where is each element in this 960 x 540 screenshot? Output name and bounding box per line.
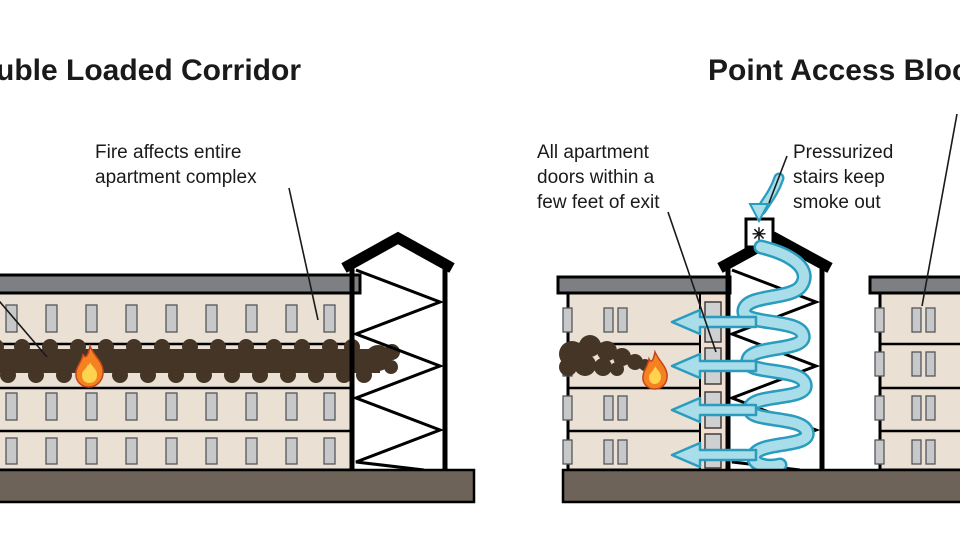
window <box>874 439 885 465</box>
doors-annotation-line: All apartment <box>537 142 650 163</box>
flame-inner <box>82 362 97 383</box>
window <box>562 395 573 421</box>
escaping-smoke-cloud <box>559 335 651 376</box>
air-arrow-left <box>670 441 758 469</box>
window <box>45 392 58 421</box>
leader-line-doors-annotation <box>667 211 717 353</box>
window <box>165 304 178 333</box>
leader-line-offscreen-left <box>0 300 48 358</box>
window <box>5 392 18 421</box>
point-access-block-diagram: ✳ <box>537 54 960 504</box>
window <box>125 437 138 465</box>
fire-annotation-line: apartment complex <box>95 167 257 188</box>
stairs-zigzag <box>351 268 445 472</box>
window <box>617 307 628 333</box>
window <box>45 304 58 333</box>
left-building-windows <box>5 304 336 465</box>
window <box>562 307 573 333</box>
left-stairwell-tower <box>341 231 455 472</box>
window <box>874 395 885 421</box>
window <box>925 307 936 333</box>
window <box>603 307 614 333</box>
window <box>617 395 628 421</box>
window <box>205 392 218 421</box>
fire-flame-icon <box>642 349 668 390</box>
right-building-windows <box>562 307 628 465</box>
air-arrow-left <box>670 352 758 380</box>
window <box>205 304 218 333</box>
window <box>925 395 936 421</box>
air-arrow-down <box>748 203 770 224</box>
doors-annotation-line: few feet of exit <box>537 192 660 213</box>
stair-tower-roof <box>341 231 455 273</box>
window <box>45 437 58 465</box>
right-building-roof <box>556 275 732 295</box>
window <box>603 439 614 465</box>
leader-line-stairs-annotation <box>768 155 788 204</box>
far-right-building <box>868 275 960 472</box>
window <box>85 437 98 465</box>
window <box>285 304 298 333</box>
window <box>874 351 885 377</box>
window <box>911 307 922 333</box>
fan-icon: ✳ <box>752 225 766 244</box>
leader-line-offscreen-right <box>921 113 958 307</box>
window <box>323 437 336 465</box>
flame-inner <box>649 366 661 384</box>
far-building-windows <box>874 307 936 465</box>
fire-annotation-line: Fire affects entire <box>95 142 241 163</box>
window <box>911 439 922 465</box>
window <box>874 307 885 333</box>
right-diagram-title: Point Access Block <box>708 54 960 87</box>
stairs-annotation-line: Pressurized <box>793 142 893 163</box>
far-building-roof <box>868 275 960 295</box>
right-ground <box>561 468 960 504</box>
window <box>5 304 18 333</box>
window <box>911 395 922 421</box>
window <box>85 392 98 421</box>
left-diagram-title: Double Loaded Corridor <box>0 54 301 87</box>
window <box>285 392 298 421</box>
window <box>205 437 218 465</box>
window <box>85 304 98 333</box>
window <box>285 437 298 465</box>
double-loaded-corridor-diagram: Double Loaded Corridor Fire affects enti… <box>0 54 476 504</box>
fire-flame-icon <box>75 343 104 388</box>
window <box>245 437 258 465</box>
left-ground <box>0 468 476 504</box>
window <box>245 392 258 421</box>
stairs-annotation-line: smoke out <box>793 192 881 213</box>
window <box>323 304 336 333</box>
air-floor-arrows <box>670 308 758 469</box>
stairs-annotation-line: stairs keep <box>793 167 885 188</box>
window <box>323 392 336 421</box>
window <box>925 439 936 465</box>
window <box>165 392 178 421</box>
window <box>165 437 178 465</box>
window <box>125 392 138 421</box>
air-arrow-left <box>670 308 758 336</box>
air-swirl <box>739 242 812 472</box>
window <box>603 395 614 421</box>
window <box>125 304 138 333</box>
left-building-roof <box>0 273 362 295</box>
window <box>562 439 573 465</box>
window <box>245 304 258 333</box>
window <box>925 351 936 377</box>
air-arrow-left <box>670 396 758 424</box>
doors-annotation-line: doors within a <box>537 167 655 188</box>
window <box>5 437 18 465</box>
window <box>617 439 628 465</box>
leader-line-fire-annotation <box>288 187 319 321</box>
window <box>911 351 922 377</box>
